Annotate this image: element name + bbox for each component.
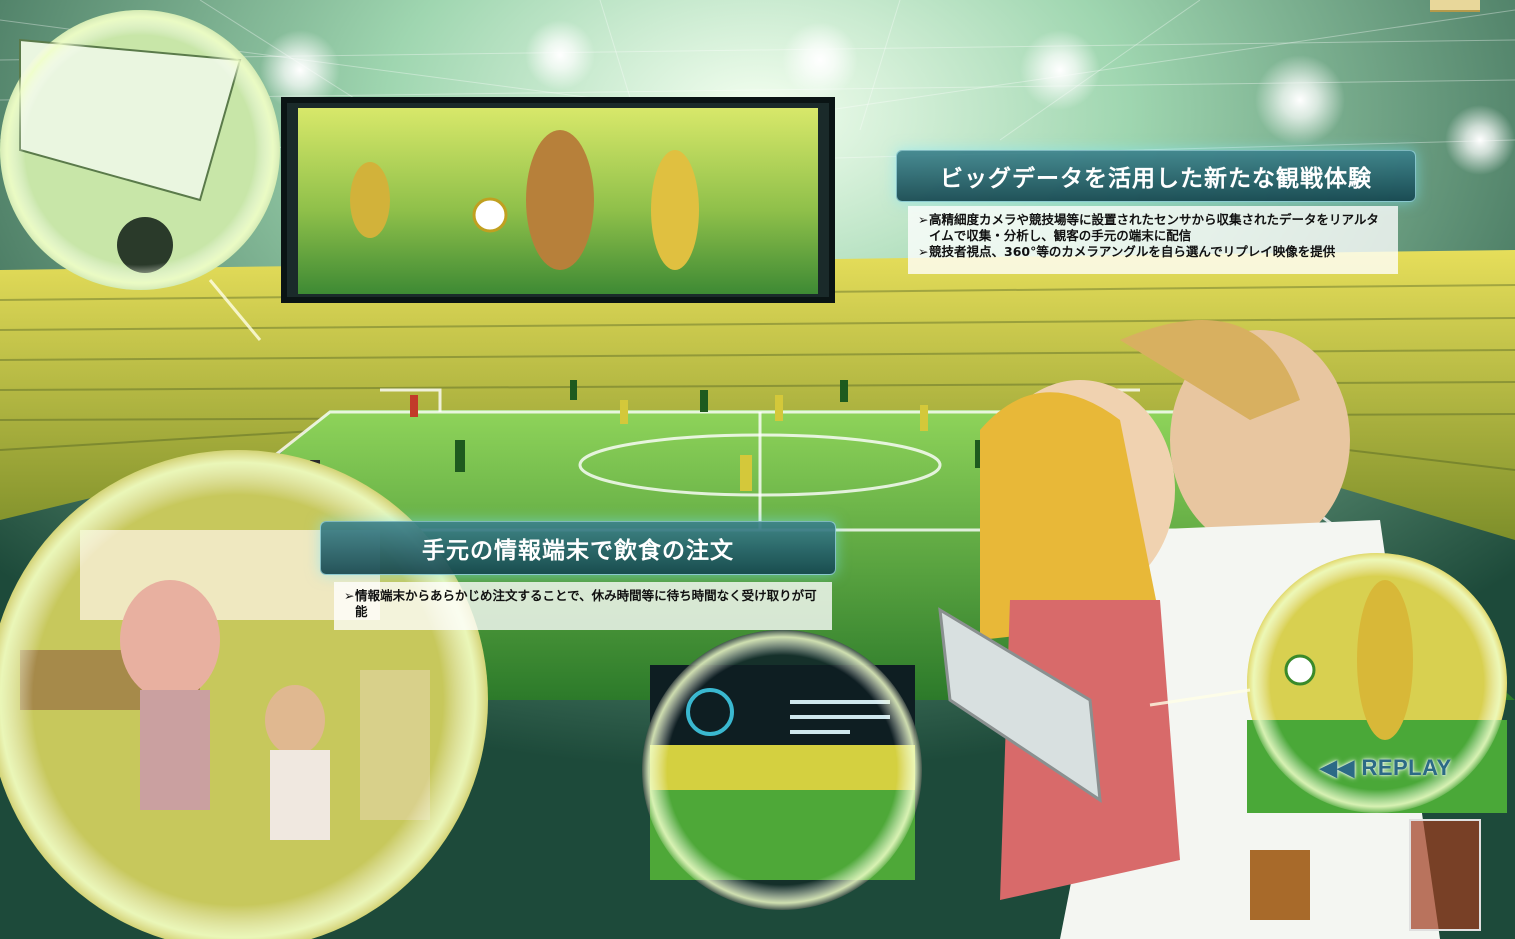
- bullet-arrow-icon: ➢: [344, 588, 355, 603]
- tablet: [938, 607, 1102, 804]
- stands: [0, 250, 1515, 540]
- bullet-arrow-icon: ➢: [918, 212, 929, 227]
- order-bullet-text: 情報端末からあらかじめ注文することで、休み時間等に待ち時間なく受け取りが可能: [355, 588, 817, 619]
- replay-label: ◀◀ REPLAY: [1320, 755, 1452, 780]
- big-data-bullet-text: 競技者視点、360°等のカメラアングルを自ら選んでリプレイ映像を提供: [929, 244, 1336, 259]
- big-data-description: ➢ 高精細度カメラや競技場等に設置されたセンサから収集されたデータをリアルタイム…: [908, 206, 1398, 274]
- big-data-bullet: ➢ 競技者視点、360°等のカメラアングルを自ら選んでリプレイ映像を提供: [918, 244, 1386, 260]
- corner-tab: [1430, 0, 1480, 12]
- order-bullet: ➢ 情報端末からあらかじめ注文することで、休み時間等に待ち時間なく受け取りが可能: [344, 588, 820, 620]
- order-description: ➢ 情報端末からあらかじめ注文することで、休み時間等に待ち時間なく受け取りが可能: [334, 582, 832, 630]
- order-title: 手元の情報端末で飲食の注文: [320, 521, 836, 575]
- jumbotron-players: [350, 130, 699, 270]
- big-data-bullet: ➢ 高精細度カメラや競技場等に設置されたセンサから収集されたデータをリアルタイム…: [918, 212, 1386, 244]
- bullet-arrow-icon: ➢: [918, 244, 929, 259]
- big-data-bullet-text: 高精細度カメラや競技場等に設置されたセンサから収集されたデータをリアルタイムで収…: [929, 212, 1379, 243]
- big-data-title: ビッグデータを活用した新たな観戦体験: [896, 150, 1416, 202]
